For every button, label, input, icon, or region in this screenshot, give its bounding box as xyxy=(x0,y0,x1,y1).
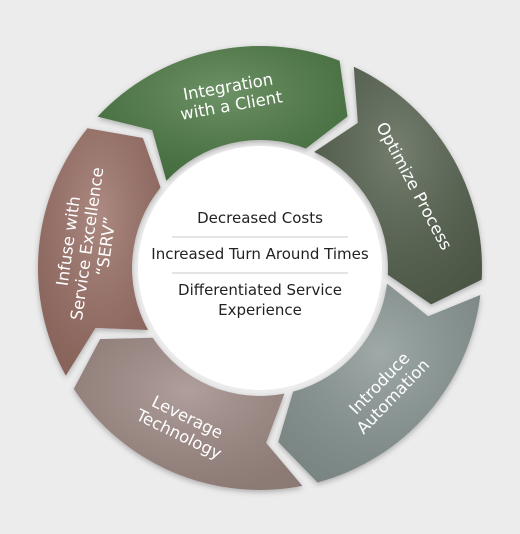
center-item-line: Experience xyxy=(218,301,302,319)
center-item-line: Differentiated Service xyxy=(178,281,342,299)
segment-gloss xyxy=(97,46,348,181)
segment-gloss xyxy=(314,66,483,305)
center-item-line: Decreased Costs xyxy=(197,209,323,227)
cycle-segment xyxy=(278,283,481,483)
cycle-segments xyxy=(37,46,483,490)
segment-gloss xyxy=(37,128,161,376)
cycle-segment xyxy=(314,66,483,305)
segment-gloss xyxy=(73,337,303,490)
center-item: Increased Turn Around Times xyxy=(151,245,369,263)
cycle-segment xyxy=(73,337,303,490)
center-item: Decreased Costs xyxy=(197,209,323,227)
cycle-segment xyxy=(97,46,348,181)
cycle-segment xyxy=(37,128,161,376)
center-circle xyxy=(138,146,382,390)
segment-gloss xyxy=(278,283,481,483)
center-item-line: Increased Turn Around Times xyxy=(151,245,369,263)
